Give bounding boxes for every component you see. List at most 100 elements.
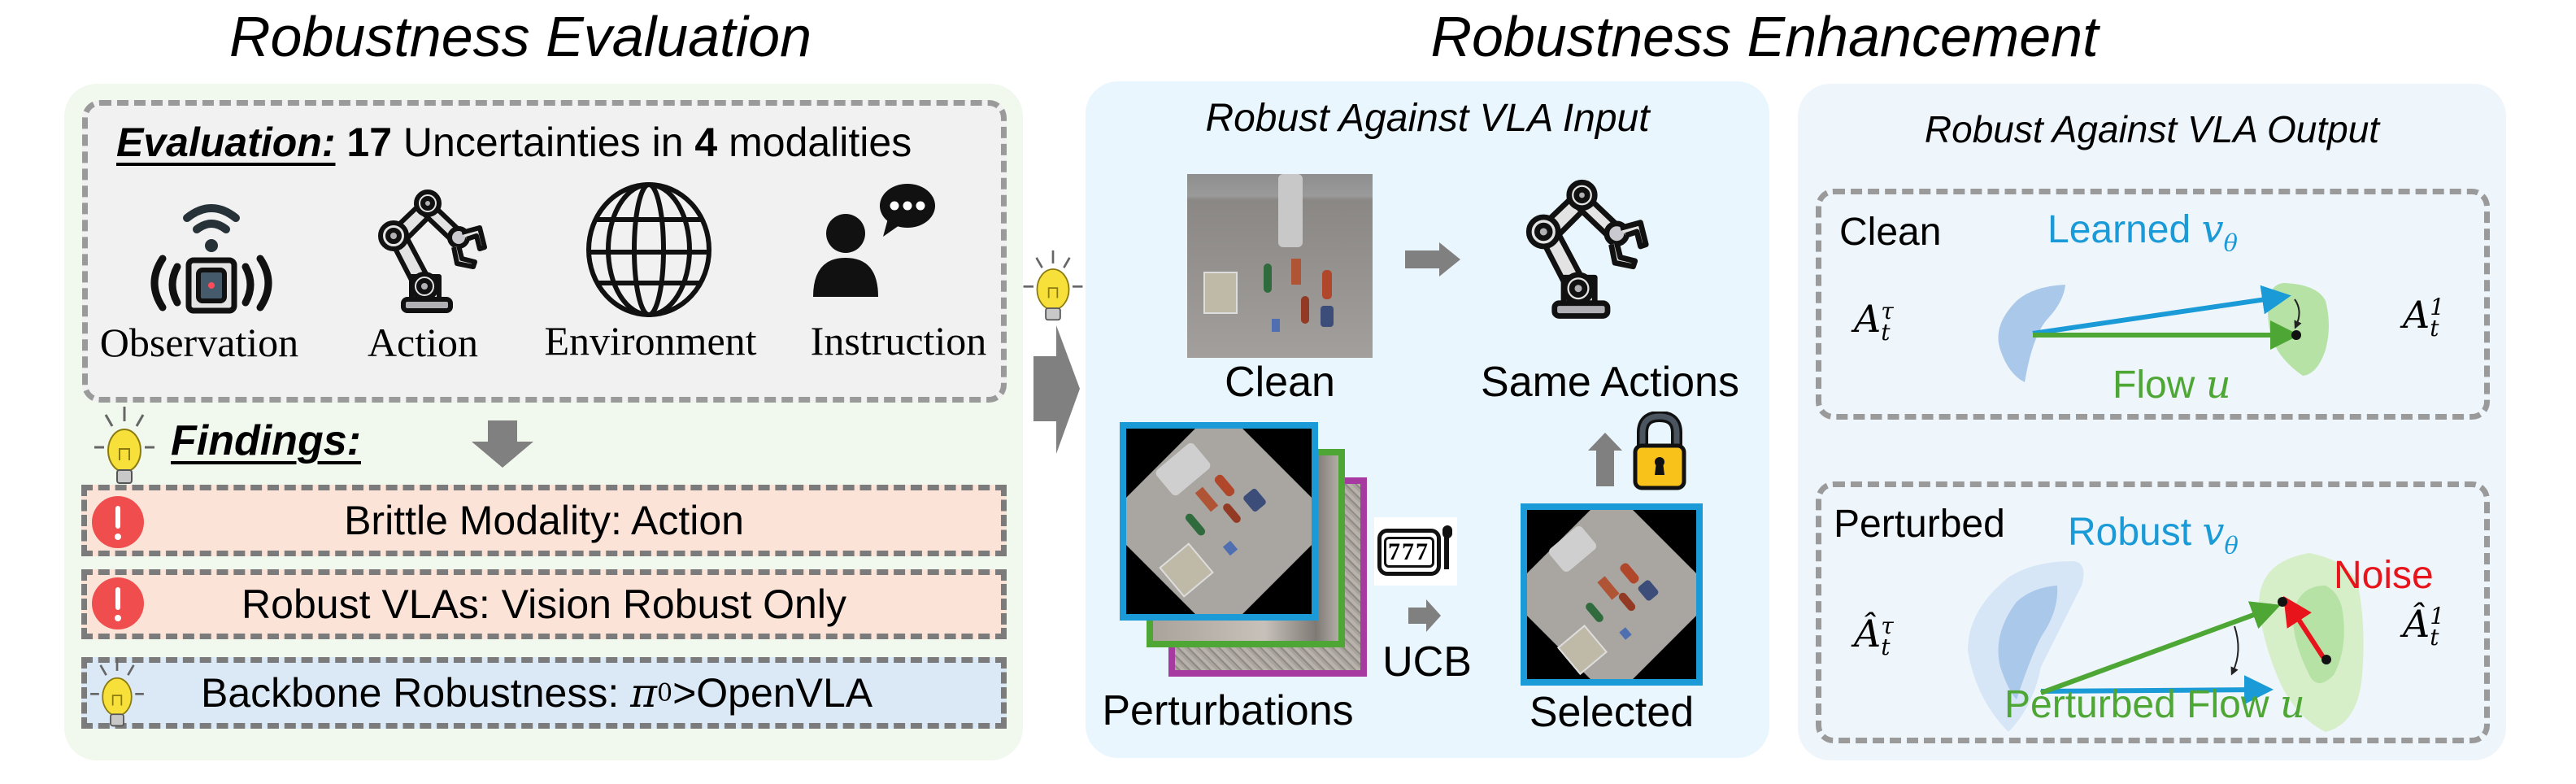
output-panel-title: Robust Against VLA Output (1924, 108, 2380, 150)
lightbulb-icon (94, 407, 154, 484)
target-point (2291, 330, 2301, 340)
finding-text-3-after: >OpenVLA (672, 670, 873, 716)
correction-arrow (2294, 298, 2302, 329)
ucb-label: UCB (1382, 638, 1472, 686)
up-arrow-icon (1588, 433, 1622, 486)
correction-arrow (2230, 625, 2239, 676)
lightbulb-icon (90, 657, 144, 727)
clean-label: Clean (1225, 359, 1335, 406)
perturbed-flow-box (1816, 481, 2490, 743)
perturbed-flow-arrow (2039, 601, 2281, 695)
robot-arm-icon (378, 189, 487, 313)
same-actions-label: Same Actions (1481, 359, 1739, 406)
perturbed-source-base: Â (1854, 612, 1882, 656)
right-arrow-icon (1408, 599, 1441, 632)
clean-source-sup: τ (1881, 298, 1894, 324)
camera-sensor-icon (150, 204, 272, 314)
evaluation-mid-text: Uncertainties in (392, 120, 695, 165)
robust-velocity-arrow (2040, 675, 2274, 705)
robust-math: v (2202, 509, 2225, 555)
target-distribution (2268, 283, 2329, 376)
perturbed-target-base: Â (2403, 602, 2430, 646)
clean-target-sub: t (2430, 315, 2439, 342)
noise-label: Noise (2334, 554, 2434, 597)
lock-icon (1633, 412, 1686, 490)
learned-text: Learned (2047, 208, 2202, 251)
perturbed-target-sup: 1 (2430, 603, 2445, 629)
perturbed-flow-diagram (1968, 553, 2364, 732)
modality-label-environment: Environment (544, 318, 757, 364)
finding-box-1: Brittle Modality: Action (81, 485, 1007, 556)
evaluation-heading: Evaluation: 17 Uncertainties in 4 modali… (116, 115, 912, 169)
clean-target-sup: 1 (2430, 294, 2445, 320)
finding-text-2: Robust VLAs: Vision Robust Only (242, 581, 846, 627)
source-distribution (1998, 285, 2065, 382)
selected-label: Selected (1529, 689, 1695, 736)
modality-label-action: Action (367, 320, 479, 365)
perturbations-label: Perturbations (1102, 687, 1354, 734)
person-speech-icon (813, 184, 935, 297)
clean-flow-diagram (1998, 283, 2329, 382)
perturbed-flow-label: Perturbed (1834, 503, 2005, 546)
flow-math: u (2205, 362, 2231, 407)
perturbed-flow-math: u (2279, 682, 2305, 727)
slot-machine-icon: 777 (1374, 517, 1457, 586)
learned-sub: θ (2223, 229, 2238, 257)
clean-point (2321, 655, 2331, 664)
globe-icon (586, 182, 711, 317)
right-arrow-icon (1033, 325, 1080, 454)
perturbed-source-sup: τ (1881, 612, 1894, 639)
learned-velocity-label: Learned vθ (2047, 207, 2238, 257)
finding-text-3-before: Backbone Robustness: (201, 670, 631, 716)
clean-target-base: A (2403, 293, 2430, 337)
title-robustness-evaluation: Robustness Evaluation (229, 5, 812, 68)
perturbed-flow-text: Perturbed Flow (2004, 683, 2280, 726)
robust-text: Robust (2068, 511, 2203, 554)
title-robustness-enhancement: Robustness Enhancement (1430, 5, 2099, 68)
selected-observation-image (1521, 503, 1703, 686)
finding-box-2: Robust VLAs: Vision Robust Only (81, 569, 1007, 639)
alert-icon (92, 496, 144, 548)
perturbed-point (2278, 597, 2287, 607)
finding-text-3-sub: 0 (656, 678, 673, 708)
modality-label-instruction: Instruction (810, 318, 987, 364)
finding-text-1: Brittle Modality: Action (344, 498, 744, 543)
flow-label: Flow u (2113, 362, 2231, 407)
learned-math: v (2201, 207, 2224, 252)
robust-velocity-label: Robust vθ (2068, 509, 2239, 560)
perturbed-source-sub: t (1881, 634, 1891, 660)
lightbulb-icon (1023, 250, 1083, 321)
clean-source-base: A (1854, 297, 1882, 341)
finding-text-3-math: π (630, 669, 657, 716)
clean-flow-box (1816, 189, 2490, 420)
evaluation-label: Evaluation: (116, 120, 336, 165)
perturbed-source-inner (1998, 586, 2058, 699)
perturbed-target-sub: t (2430, 624, 2439, 651)
input-panel-title: Robust Against VLA Input (1205, 97, 1650, 140)
output-robustness-panel (1798, 84, 2506, 760)
perturbation-image-rotation (1120, 422, 1318, 621)
uncertainty-count: 17 (346, 120, 393, 165)
down-arrow-icon (472, 420, 533, 468)
findings-heading: Findings: (171, 417, 361, 464)
noise-arrow (2283, 595, 2326, 659)
flow-text: Flow (2113, 364, 2206, 407)
modality-label-observation: Observation (99, 320, 299, 365)
right-arrow-icon (1405, 242, 1460, 277)
clean-source-sub: t (1881, 319, 1891, 346)
learned-velocity-arrow (2032, 285, 2291, 336)
robust-sub: θ (2224, 531, 2239, 560)
perturbed-flow-text-label: Perturbed Flow u (2004, 682, 2305, 727)
evaluation-end-text: modalities (717, 120, 912, 165)
robot-arm-icon (1525, 179, 1649, 319)
alert-icon (92, 577, 144, 629)
modality-count: 4 (694, 120, 718, 165)
clean-observation-image (1187, 174, 1373, 358)
slot-digits: 777 (1388, 538, 1429, 565)
clean-flow-label: Clean (1839, 211, 1942, 254)
